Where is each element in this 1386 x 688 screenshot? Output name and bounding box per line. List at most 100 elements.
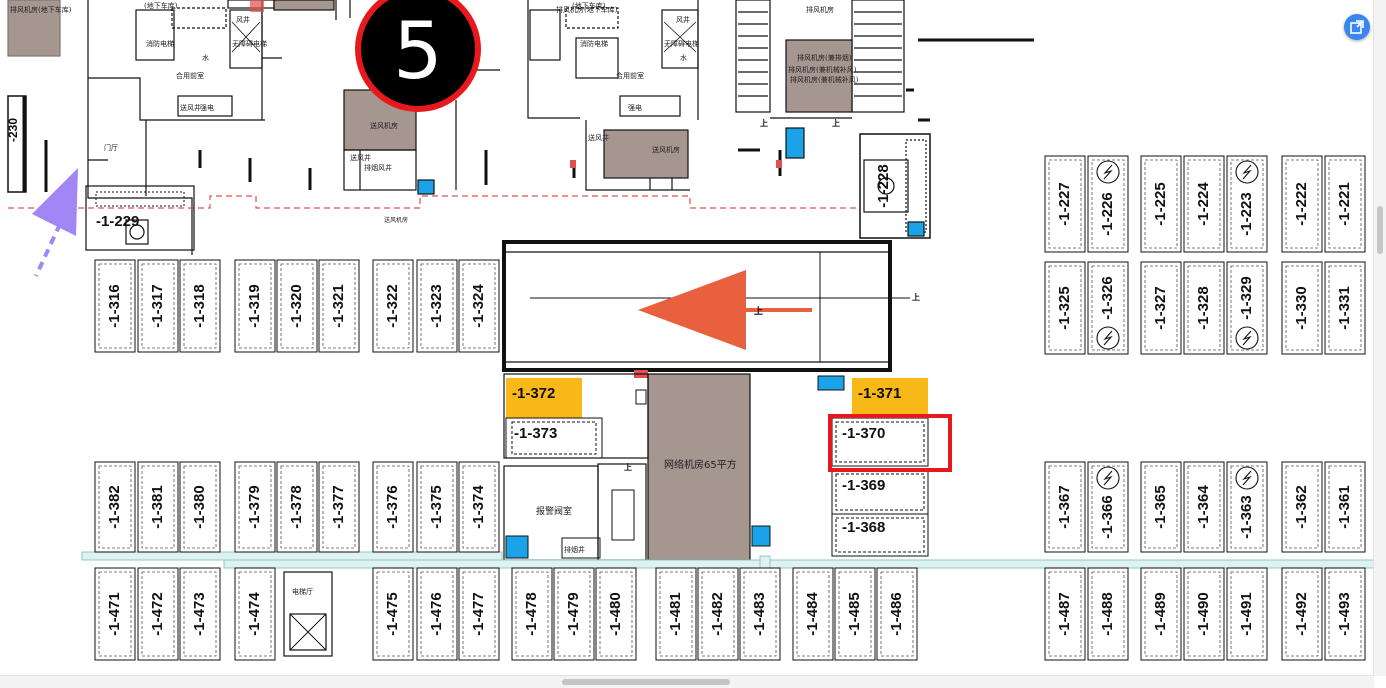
parking-space: -1-366 bbox=[1087, 461, 1129, 553]
parking-space: -1-471 bbox=[94, 567, 136, 661]
parking-space-label: -1-320 bbox=[288, 284, 305, 327]
parking-space-label: -1-322 bbox=[384, 284, 401, 327]
parking-space-label: -1-477 bbox=[470, 592, 487, 635]
parking-space: -1-319 bbox=[234, 259, 276, 353]
parking-space: -1-485 bbox=[834, 567, 876, 661]
room-label: 送风井 bbox=[350, 153, 371, 162]
room-label: 网络机房65平方 bbox=[664, 458, 737, 471]
charging-icon bbox=[1096, 160, 1120, 184]
storage-label: -1-369 bbox=[842, 477, 885, 494]
parking-space: -1-321 bbox=[318, 259, 360, 353]
parking-space-label: -1-221 bbox=[1336, 182, 1353, 225]
storage-labels: -1-372-1-373-1-371-1-370-1-369-1-368-1-2… bbox=[6, 118, 920, 536]
parking-space-label: -1-381 bbox=[149, 485, 166, 528]
parking-space: -1-325 bbox=[1044, 261, 1086, 355]
room-label: 水 bbox=[202, 53, 209, 62]
parking-space: -1-379 bbox=[234, 461, 276, 553]
vertical-scrollbar[interactable] bbox=[1373, 0, 1386, 676]
parking-space: -1-317 bbox=[137, 259, 179, 353]
room-label: 合用前室 bbox=[616, 71, 644, 80]
parking-space-label: -1-364 bbox=[1195, 485, 1212, 529]
parking-space-label: -1-365 bbox=[1152, 485, 1169, 528]
ramp-direction-arrow bbox=[638, 270, 812, 350]
parking-space: -1-376 bbox=[372, 461, 414, 553]
parking-space-label: -1-480 bbox=[607, 592, 624, 635]
parking-space: -1-375 bbox=[416, 461, 458, 553]
elevator-hall bbox=[283, 571, 333, 657]
room-label: 风井 bbox=[676, 15, 690, 24]
parking-space-label: -1-478 bbox=[523, 592, 540, 635]
storage-label: -1-372 bbox=[512, 385, 555, 402]
core-left bbox=[7, 0, 500, 255]
parking-space-label: -1-363 bbox=[1238, 495, 1255, 538]
parking-space-label: -1-481 bbox=[667, 592, 684, 635]
room-label: (地下车库) bbox=[144, 1, 178, 10]
parking-space: -1-330 bbox=[1281, 261, 1323, 355]
parking-space: -1-361 bbox=[1324, 461, 1366, 553]
parking-space-label: -1-471 bbox=[106, 592, 123, 635]
parking-space: -1-478 bbox=[511, 567, 553, 661]
parking-space-label: -1-491 bbox=[1238, 592, 1255, 635]
room-label: 消防电梯 bbox=[146, 39, 174, 48]
room-label: 无障碍电梯 bbox=[664, 39, 699, 48]
parking-space-label: -1-318 bbox=[191, 284, 208, 327]
storage-label: -1-371 bbox=[858, 385, 901, 402]
parking-space-label: -1-224 bbox=[1195, 182, 1212, 226]
parking-space-label: -1-492 bbox=[1293, 592, 1310, 635]
parking-space: -1-381 bbox=[137, 461, 179, 553]
parking-space-label: -1-473 bbox=[191, 592, 208, 635]
parking-space: -1-318 bbox=[179, 259, 221, 353]
storage-label: -1-373 bbox=[514, 425, 557, 442]
horizontal-scroll-thumb[interactable] bbox=[562, 679, 730, 685]
parking-space: -1-380 bbox=[179, 461, 221, 553]
highlight-box-370 bbox=[828, 414, 952, 472]
parking-space: -1-477 bbox=[458, 567, 500, 661]
parking-space-label: -1-331 bbox=[1336, 286, 1353, 329]
parking-space: -1-492 bbox=[1281, 567, 1323, 661]
room-labels: 门厅合用前室送风井强电水风井送风机房排风机房(兼排烟)排烟风井排风机房(兼机械补… bbox=[10, 1, 859, 596]
room-label: 风井 bbox=[236, 15, 250, 24]
parking-space-label: -1-226 bbox=[1099, 192, 1116, 235]
parking-space-label: -1-475 bbox=[384, 592, 401, 635]
parking-space-label: -1-485 bbox=[846, 592, 863, 635]
horizontal-scrollbar[interactable] bbox=[0, 675, 1374, 688]
parking-space-label: -1-479 bbox=[565, 592, 582, 635]
parking-space-label: -1-382 bbox=[106, 485, 123, 528]
room-label: 送风井 bbox=[588, 133, 609, 142]
charging-icon bbox=[1096, 466, 1120, 490]
window-export-icon bbox=[1350, 20, 1364, 34]
parking-space: -1-326 bbox=[1087, 261, 1129, 355]
window-export-button[interactable] bbox=[1344, 14, 1370, 40]
room-label: 排风机房(兼排烟) bbox=[797, 53, 852, 62]
room-label: 电梯厅 bbox=[292, 587, 313, 596]
parking-space: -1-374 bbox=[458, 461, 500, 553]
room-label: 消防电梯 bbox=[580, 39, 608, 48]
parking-space: -1-483 bbox=[739, 567, 781, 661]
parking-space: -1-327 bbox=[1140, 261, 1182, 355]
parking-space: -1-226 bbox=[1087, 155, 1129, 253]
parking-space: -1-221 bbox=[1324, 155, 1366, 253]
parking-space-label: -1-225 bbox=[1152, 182, 1169, 225]
room-label: 送风机房 bbox=[384, 216, 408, 224]
parking-space: -1-484 bbox=[792, 567, 834, 661]
parking-space-label: -1-375 bbox=[428, 485, 445, 528]
parking-space-label: -1-316 bbox=[106, 284, 123, 327]
floor-plan-canvas[interactable]: 5 bbox=[0, 0, 1374, 676]
parking-space: -1-322 bbox=[372, 259, 414, 353]
storage-label: -1-228 bbox=[875, 164, 892, 207]
parking-space-label: -1-222 bbox=[1293, 182, 1310, 225]
parking-space: -1-328 bbox=[1183, 261, 1225, 355]
parking-space-label: -1-483 bbox=[751, 592, 768, 635]
vertical-scroll-thumb[interactable] bbox=[1377, 206, 1383, 254]
parking-space-label: -1-377 bbox=[330, 485, 347, 528]
parking-space-label: -1-490 bbox=[1195, 592, 1212, 635]
room-label: 强电 bbox=[628, 103, 642, 112]
parking-space-label: -1-374 bbox=[470, 485, 487, 529]
room-label: 门厅 bbox=[104, 143, 118, 152]
storage-label: 上 bbox=[754, 305, 763, 316]
room-label: 合用前室 bbox=[176, 71, 204, 80]
parking-space-label: -1-493 bbox=[1336, 592, 1353, 635]
parking-space: -1-482 bbox=[697, 567, 739, 661]
parking-space: -1-474 bbox=[234, 567, 276, 661]
